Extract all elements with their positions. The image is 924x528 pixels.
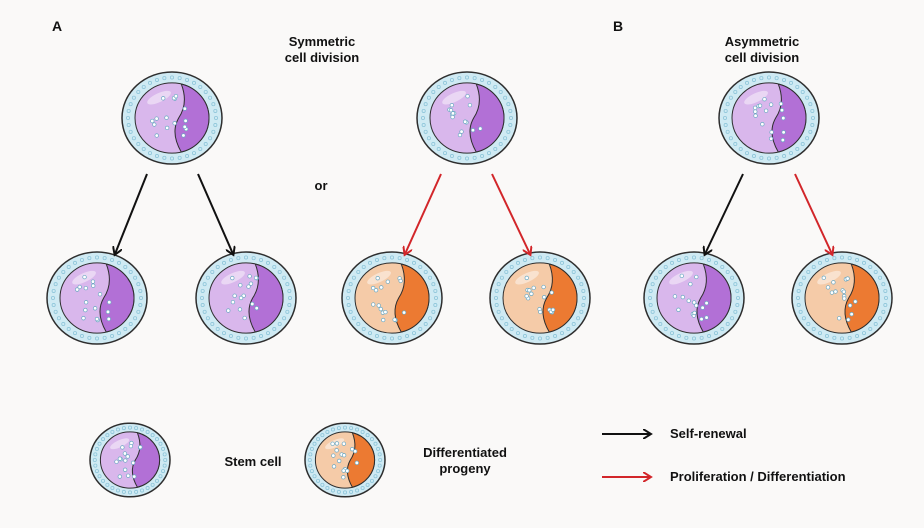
panel-letter-b: B bbox=[613, 18, 624, 34]
title-symmetric: Symmetric cell division bbox=[284, 34, 360, 65]
daughter-stem-cell-a-2 bbox=[195, 251, 297, 345]
arrow-self-renewal-a-right bbox=[197, 173, 233, 254]
legend-stem-cell-icon bbox=[89, 422, 171, 498]
arrow-differentiation-b bbox=[794, 173, 832, 254]
daughter-stem-cell-b bbox=[643, 251, 745, 345]
daughter-diff-cell-b bbox=[791, 251, 893, 345]
arrow-self-renewal-a-left bbox=[115, 173, 148, 254]
daughter-diff-cell-a-1 bbox=[341, 251, 443, 345]
legend-differentiated-icon bbox=[304, 422, 386, 498]
arrow-differentiation-a-left bbox=[405, 173, 442, 254]
arrow-differentiation-a-right bbox=[491, 173, 530, 254]
or-label: or bbox=[314, 178, 328, 193]
legend-proliferation-label: Proliferation / Differentiation bbox=[670, 469, 846, 484]
panel-letter-a: A bbox=[52, 18, 63, 34]
parent-stem-cell-a bbox=[121, 71, 223, 165]
legend-differentiated-label: Differentiated progeny bbox=[423, 445, 507, 476]
daughter-diff-cell-a-2 bbox=[489, 251, 591, 345]
daughter-stem-cell-a-1 bbox=[46, 251, 148, 345]
legend-stem-cell-label: Stem cell bbox=[224, 454, 282, 469]
parent-stem-cell-a-2 bbox=[416, 71, 518, 165]
parent-stem-cell-b bbox=[718, 71, 820, 165]
title-asymmetric: Asymmetric cell division bbox=[724, 34, 800, 65]
arrow-self-renewal-b bbox=[705, 173, 744, 254]
legend-self-renewal-label: Self-renewal bbox=[670, 426, 747, 441]
